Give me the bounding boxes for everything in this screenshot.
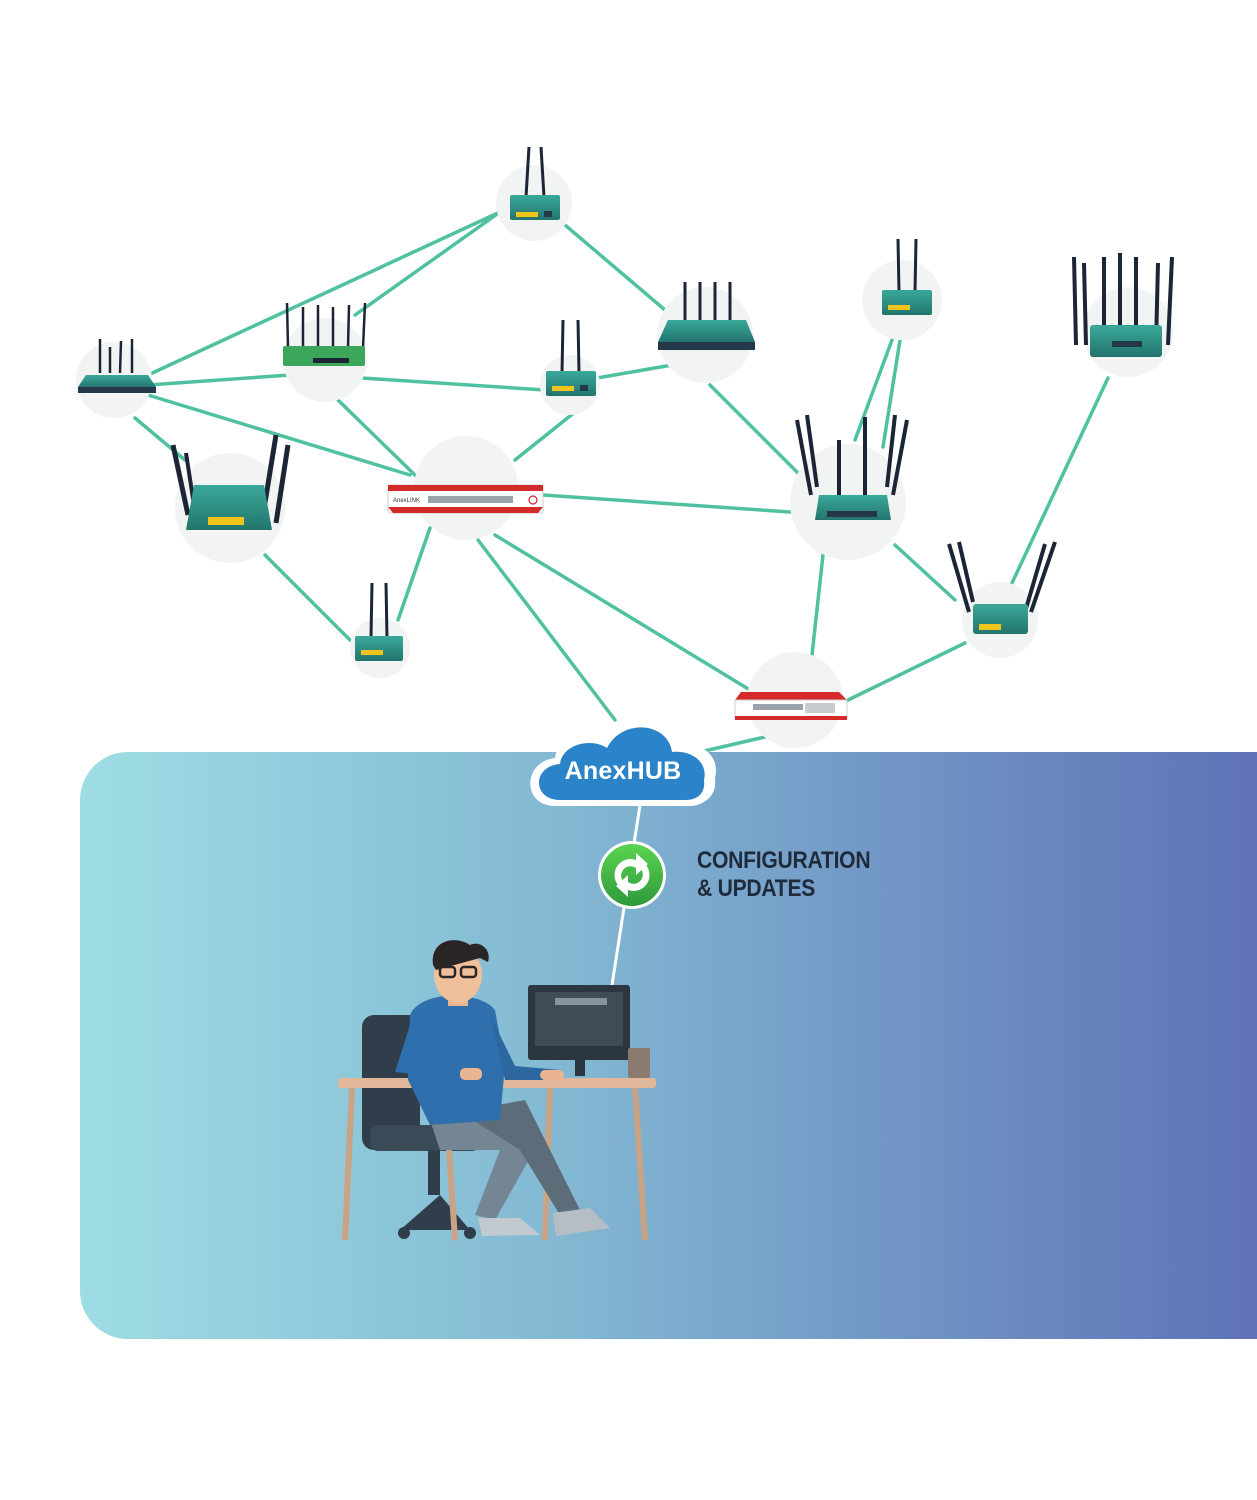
firewall-secondary xyxy=(734,692,848,720)
coffee-cup xyxy=(628,1048,650,1078)
cloud-icon xyxy=(530,715,716,806)
link xyxy=(133,416,187,462)
router-mid xyxy=(546,319,596,396)
router-left-flat xyxy=(78,339,156,393)
link xyxy=(853,338,894,442)
link xyxy=(336,398,420,480)
link xyxy=(146,393,412,477)
router-center-right xyxy=(795,414,909,520)
link xyxy=(493,533,752,692)
link xyxy=(263,553,352,642)
monitor xyxy=(528,985,630,1076)
link xyxy=(360,376,547,392)
hub-label: AnexHUB xyxy=(564,757,682,785)
link xyxy=(881,338,902,449)
router-left-large xyxy=(170,434,291,530)
link xyxy=(846,641,967,702)
link xyxy=(396,526,432,622)
router-right-small xyxy=(947,541,1057,634)
link xyxy=(563,223,667,312)
link xyxy=(698,735,767,754)
link xyxy=(476,538,617,722)
link xyxy=(595,363,674,380)
link xyxy=(541,493,792,514)
router-far-right xyxy=(1072,253,1174,357)
sync-caption-line2: & UPDATES xyxy=(697,875,816,902)
network-links xyxy=(133,210,1110,754)
link xyxy=(708,383,802,477)
firewall-main: AnexLINK xyxy=(387,484,544,514)
link xyxy=(353,210,502,317)
svg-text:AnexLINK: AnexLINK xyxy=(393,498,420,504)
device-halos xyxy=(76,165,1173,748)
link xyxy=(146,210,502,377)
link xyxy=(893,543,957,602)
router-top xyxy=(510,146,560,220)
router-green-6ant xyxy=(283,302,367,366)
operator-panel-background xyxy=(80,752,1257,1339)
router-upper-right xyxy=(882,238,932,315)
router-bottom xyxy=(355,582,403,661)
sync-arrows-icon xyxy=(598,841,666,909)
router-right-flat xyxy=(658,282,755,350)
link xyxy=(513,410,577,462)
sync-caption: CONFIGURATION & UPDATES xyxy=(697,847,871,903)
link xyxy=(1010,376,1110,585)
link xyxy=(810,553,825,657)
link xyxy=(146,373,292,387)
sync-caption-line1: CONFIGURATION xyxy=(697,847,871,874)
operator-illustration xyxy=(338,940,656,1241)
